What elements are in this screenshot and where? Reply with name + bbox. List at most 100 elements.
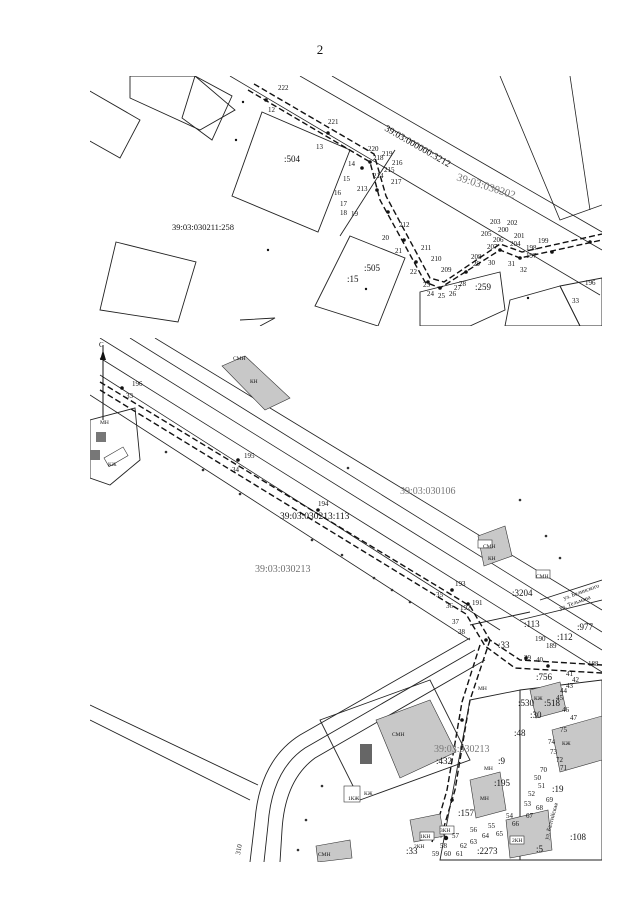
svg-text:218: 218 xyxy=(373,154,384,162)
network-axis-bottom xyxy=(99,381,602,843)
svg-text:27: 27 xyxy=(454,284,462,292)
svg-text::432: :432 xyxy=(436,756,452,766)
svg-text:193: 193 xyxy=(455,580,466,588)
svg-text:33: 33 xyxy=(126,392,134,400)
svg-text:46: 46 xyxy=(562,706,570,714)
page-number: 2 xyxy=(316,42,324,57)
svg-text:207: 207 xyxy=(487,243,498,251)
svg-text:38: 38 xyxy=(458,628,466,636)
svg-text:14: 14 xyxy=(348,160,356,168)
svg-text:34: 34 xyxy=(232,466,240,474)
svg-text:20: 20 xyxy=(382,234,390,242)
svg-text:2КН: 2КН xyxy=(414,844,424,850)
svg-text::3204: :3204 xyxy=(512,588,533,598)
svg-text::33: :33 xyxy=(498,640,510,650)
svg-text:192: 192 xyxy=(460,604,471,612)
svg-text::9: :9 xyxy=(498,756,506,766)
svg-text:215: 215 xyxy=(384,166,395,174)
north-arrow: С xyxy=(99,341,106,420)
svg-text::2273: :2273 xyxy=(477,846,498,856)
svg-text:211: 211 xyxy=(421,244,432,252)
svg-text:50: 50 xyxy=(534,774,542,782)
svg-text:217: 217 xyxy=(391,178,402,186)
svg-text:1КЖ: 1КЖ xyxy=(348,796,359,802)
svg-text:47: 47 xyxy=(570,714,578,722)
svg-text::259: :259 xyxy=(475,282,492,292)
svg-text:КЖ: КЖ xyxy=(534,696,543,702)
svg-text:42: 42 xyxy=(572,676,580,684)
svg-text:КН: КН xyxy=(250,379,258,385)
svg-text:40: 40 xyxy=(536,656,544,664)
block-label-030213: 39:03:030213 xyxy=(255,564,311,575)
svg-text:СМН: СМН xyxy=(318,852,331,858)
svg-text::30: :30 xyxy=(530,710,542,720)
svg-text:219: 219 xyxy=(382,150,393,158)
svg-text:220: 220 xyxy=(368,145,379,153)
svg-text:15: 15 xyxy=(343,175,351,183)
svg-text:СМН: СМН xyxy=(233,356,246,362)
svg-text:СМН: СМН xyxy=(536,574,549,580)
svg-text:62: 62 xyxy=(460,842,468,850)
block-label-030106: 39:03:030106 xyxy=(400,486,456,497)
svg-text:29: 29 xyxy=(473,260,481,268)
svg-text:197: 197 xyxy=(526,252,537,260)
svg-text::5: :5 xyxy=(536,844,544,854)
svg-text::518: :518 xyxy=(544,698,561,708)
svg-text:69: 69 xyxy=(546,796,554,804)
svg-text:74: 74 xyxy=(548,738,556,746)
svg-text:21: 21 xyxy=(395,247,403,255)
svg-text:17: 17 xyxy=(340,200,348,208)
svg-text:67: 67 xyxy=(526,812,534,820)
svg-text::505: :505 xyxy=(364,263,381,273)
svg-text:24: 24 xyxy=(427,290,435,298)
svg-text:43: 43 xyxy=(566,682,574,690)
svg-text:206: 206 xyxy=(493,236,504,244)
svg-text::15: :15 xyxy=(347,274,359,284)
svg-text:73: 73 xyxy=(550,748,558,756)
svg-text:199: 199 xyxy=(538,237,549,245)
svg-text:22: 22 xyxy=(410,268,418,276)
cadastral-block-right: 39:03:030202 xyxy=(455,171,517,201)
svg-text:МН: МН xyxy=(478,686,487,692)
svg-text:30: 30 xyxy=(488,259,496,267)
svg-text:60: 60 xyxy=(444,850,452,858)
svg-text:23: 23 xyxy=(423,281,431,289)
svg-text::977: :977 xyxy=(577,622,594,632)
svg-text:57: 57 xyxy=(452,832,460,840)
svg-text:65: 65 xyxy=(496,830,504,838)
svg-text:3КН: 3КН xyxy=(440,828,450,834)
cadastral-number-left: 39:03:030211:258 xyxy=(172,222,234,232)
svg-text:195: 195 xyxy=(244,452,255,460)
svg-text:213: 213 xyxy=(357,185,368,193)
svg-text::195: :195 xyxy=(494,778,511,788)
svg-text:53: 53 xyxy=(524,800,532,808)
svg-text::112: :112 xyxy=(557,632,573,642)
svg-text:204: 204 xyxy=(510,240,521,248)
svg-text:13: 13 xyxy=(316,143,324,151)
svg-text:31: 31 xyxy=(508,260,516,268)
svg-text:МН: МН xyxy=(100,420,109,426)
svg-text:209: 209 xyxy=(441,266,452,274)
svg-text:222: 222 xyxy=(278,84,289,92)
svg-text:КЖ: КЖ xyxy=(364,791,373,797)
svg-text:61: 61 xyxy=(456,850,464,858)
svg-text:55: 55 xyxy=(488,822,496,830)
svg-text:205: 205 xyxy=(481,230,492,238)
svg-text:63: 63 xyxy=(470,838,478,846)
svg-text:КН: КН xyxy=(488,556,496,562)
svg-text:200: 200 xyxy=(498,226,509,234)
svg-text:41: 41 xyxy=(566,670,574,678)
svg-text:202: 202 xyxy=(507,219,518,227)
svg-text:66: 66 xyxy=(512,820,520,828)
svg-text::504: :504 xyxy=(284,154,301,164)
svg-text:58: 58 xyxy=(440,842,448,850)
svg-text:210: 210 xyxy=(431,255,442,263)
svg-text:18: 18 xyxy=(340,209,348,217)
svg-text::530: :530 xyxy=(518,698,535,708)
svg-text:190: 190 xyxy=(535,635,546,643)
svg-text:188: 188 xyxy=(588,660,599,668)
svg-text:52: 52 xyxy=(528,790,536,798)
svg-text:32: 32 xyxy=(520,266,528,274)
svg-text:51: 51 xyxy=(538,782,546,790)
